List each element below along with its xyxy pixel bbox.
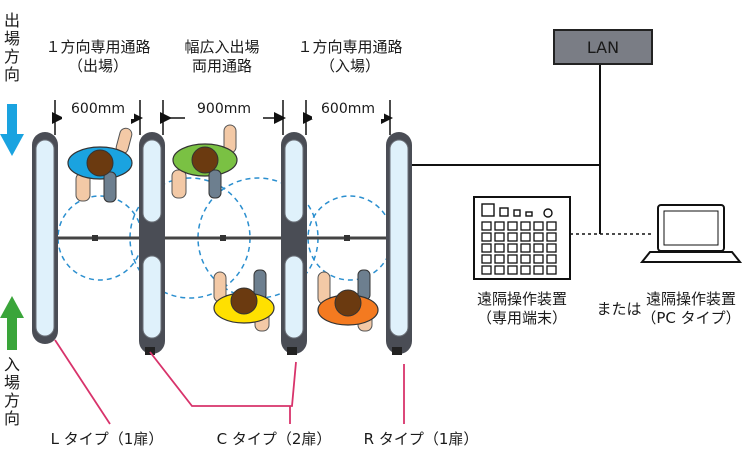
keypad-key — [533, 232, 544, 242]
keypad-key — [520, 221, 531, 231]
keypad-key — [533, 221, 544, 231]
lan-label: LAN — [586, 38, 620, 57]
entry-direction-label: 入場 方向 — [3, 355, 20, 428]
keypad-key — [507, 232, 518, 242]
or-label: または — [596, 300, 642, 318]
keypad-key — [481, 232, 492, 242]
person-entering-orange — [317, 269, 379, 332]
keypad-key — [520, 265, 531, 275]
keypad-key — [494, 265, 505, 275]
network-lines — [412, 62, 601, 234]
gate-cabinet-l — [32, 132, 58, 344]
c-type-label: C タイプ（2扉） — [216, 430, 332, 448]
keypad-key — [481, 243, 492, 253]
keypad-key — [533, 254, 544, 264]
keypad-key — [533, 243, 544, 253]
r-type-label: R タイプ（1扉） — [363, 430, 479, 448]
lane-entry-header: １方向専用通路（入場） — [297, 38, 403, 75]
keypad-key — [481, 265, 492, 275]
remote-terminal-icon — [473, 196, 571, 280]
gate-cabinet-c2 — [281, 132, 307, 355]
gate-cabinet-r — [386, 132, 412, 355]
l-type-label: L タイプ（1扉） — [50, 430, 164, 448]
gate-cabinet-c1 — [139, 132, 165, 355]
keypad-key — [494, 243, 505, 253]
keypad-key — [546, 243, 557, 253]
exit-direction-arrow — [0, 104, 24, 156]
keypad-key — [546, 221, 557, 231]
keypad-key — [494, 254, 505, 264]
entry-direction-arrow — [0, 296, 24, 350]
keypad-key — [520, 254, 531, 264]
person-entering-yellow — [213, 269, 275, 332]
keypad-key — [507, 265, 518, 275]
lane-exit-header: １方向専用通路（出場） — [45, 38, 151, 75]
keypad-key — [494, 221, 505, 231]
keypad-key — [546, 232, 557, 242]
keypad-key — [507, 243, 518, 253]
exit-direction-label: 出場 方向 — [3, 11, 20, 84]
keypad-key — [533, 265, 544, 275]
keypad-key — [481, 254, 492, 264]
lan-box — [553, 29, 653, 65]
keypad-key — [546, 265, 557, 275]
lane-exit-width: 600mm — [62, 100, 134, 119]
person-exiting-green — [171, 124, 238, 199]
keypad-key — [507, 221, 518, 231]
laptop-pc-icon — [639, 204, 743, 263]
lane-wide-header: 幅広入出場両用通路 — [184, 38, 260, 75]
lane-wide-width: 900mm — [185, 100, 263, 119]
keypad-key — [494, 232, 505, 242]
lane-entry-width: 600mm — [312, 100, 384, 119]
person-exiting-blue — [67, 127, 133, 203]
keypad-key — [481, 221, 492, 231]
keypad-key — [520, 232, 531, 242]
remote-pc-label: 遠隔操作装置（PC タイプ） — [641, 290, 741, 327]
keypad-key — [520, 243, 531, 253]
remote-dedicated-label: 遠隔操作装置（専用端末） — [476, 290, 567, 327]
keypad-key — [546, 254, 557, 264]
type-leader-lines — [54, 339, 405, 425]
keypad-key — [507, 254, 518, 264]
